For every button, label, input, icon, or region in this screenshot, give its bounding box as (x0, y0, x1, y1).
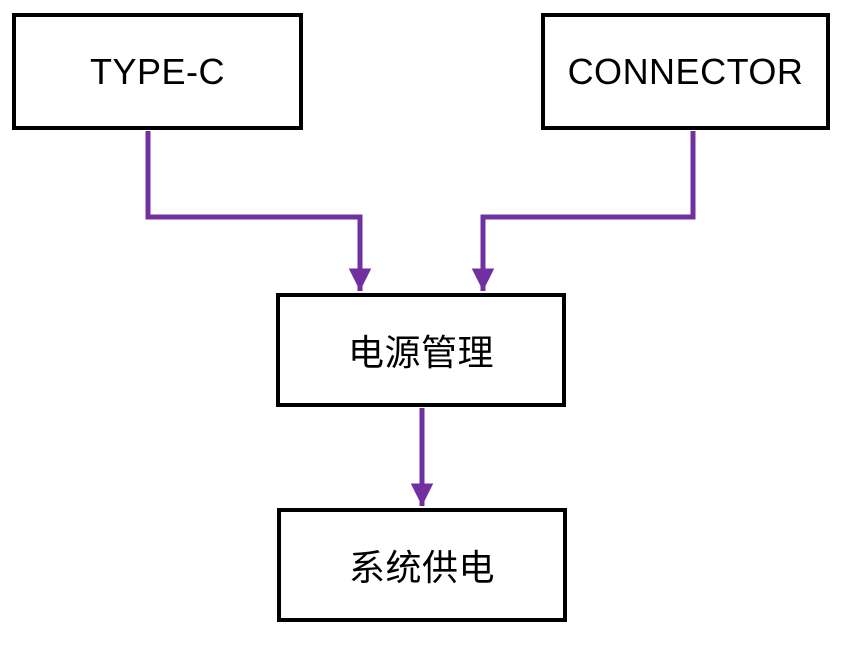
node-system-power: 系统供电 (277, 508, 567, 622)
node-type-c-label: TYPE-C (89, 50, 225, 92)
node-type-c: TYPE-C (12, 13, 303, 130)
node-power-management-label: 电源管理 (347, 332, 494, 373)
node-connector: CONNECTOR (541, 13, 830, 130)
node-power-management: 电源管理 (276, 293, 566, 407)
node-system-power-label: 系统供电 (348, 547, 495, 588)
edge-connector-to-power-mgmt (471, 131, 696, 291)
node-connector-label: CONNECTOR (567, 50, 804, 92)
edge-type-c-to-power-mgmt (145, 131, 372, 291)
